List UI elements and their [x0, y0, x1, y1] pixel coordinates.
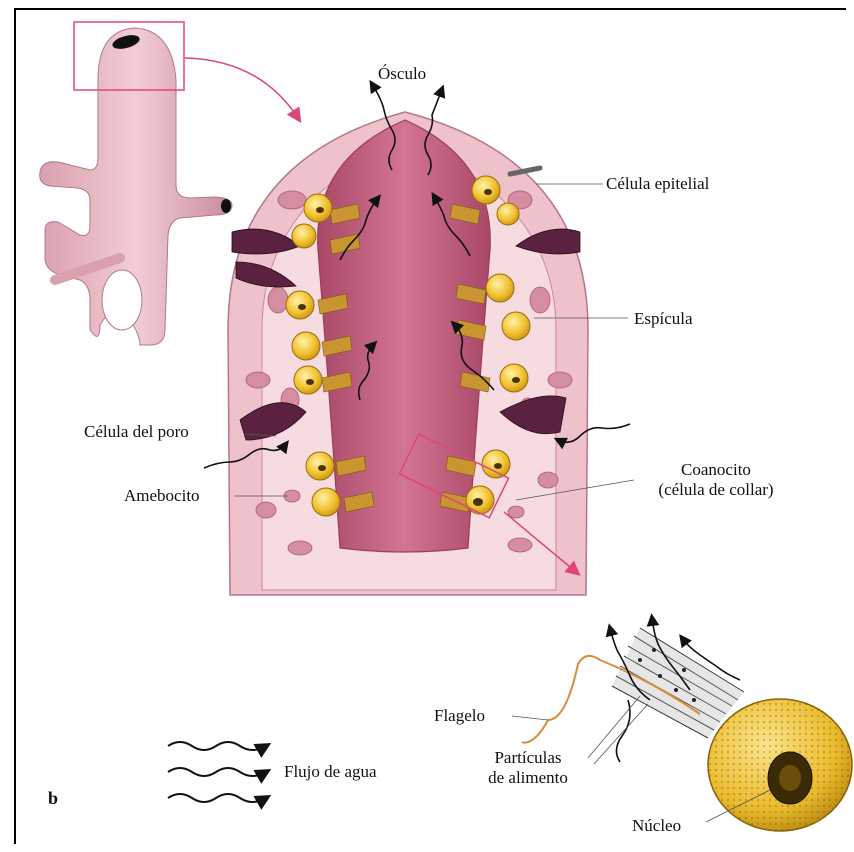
label-particulas-line2: de alimento	[468, 768, 588, 788]
label-osculo: Ósculo	[378, 64, 426, 84]
sponge-cross-section	[204, 84, 634, 595]
choanocyte-detail	[512, 618, 852, 831]
label-espicula: Espícula	[634, 309, 693, 329]
label-flagelo: Flagelo	[434, 706, 485, 726]
water-flow-legend	[168, 742, 266, 802]
panel-letter: b	[48, 788, 58, 808]
label-coanocito-line2: (célula de collar)	[636, 480, 796, 500]
label-particulas: Partículas de alimento	[468, 748, 588, 788]
label-celula-epitelial: Célula epitelial	[606, 174, 709, 194]
label-coanocito-line1: Coanocito	[636, 460, 796, 480]
label-coanocito: Coanocito (célula de collar)	[636, 460, 796, 500]
label-flujo-de-agua: Flujo de agua	[284, 762, 377, 782]
label-particulas-line1: Partículas	[468, 748, 588, 768]
label-celula-del-poro: Célula del poro	[84, 422, 189, 442]
label-amebocito: Amebocito	[124, 486, 200, 506]
label-nucleo: Núcleo	[632, 816, 681, 836]
